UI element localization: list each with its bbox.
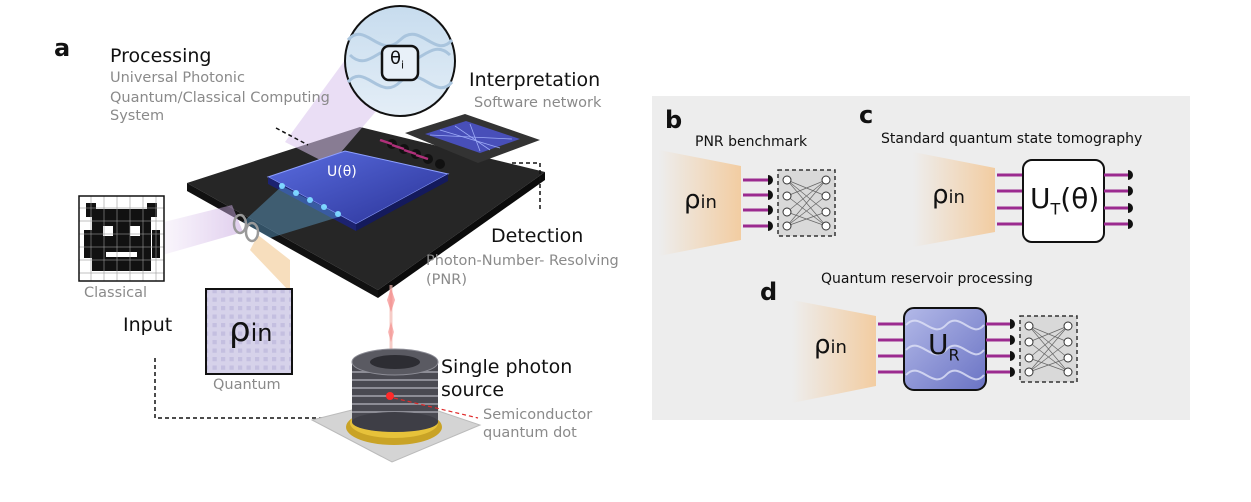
- panel-b-rho: ρin: [684, 185, 717, 215]
- rho-in-symbol: ρin: [229, 310, 273, 350]
- panel-c-graphic: [913, 152, 1133, 247]
- theta-label: θi: [390, 48, 405, 72]
- panel-d-rho: ρin: [814, 330, 847, 360]
- panel-b-modes: [743, 178, 768, 228]
- panel-d-input-modes: [878, 322, 904, 374]
- reservoir-box: [903, 307, 987, 391]
- panel-d-label: d: [760, 278, 778, 306]
- classical-pixel-image: [78, 195, 165, 282]
- processing-line-2: Quantum/Classical Computing: [110, 90, 330, 106]
- quantum-label: Quantum: [213, 377, 281, 393]
- panel-c-beam: [913, 152, 995, 247]
- panel-c-rho: ρin: [932, 180, 965, 210]
- polarizer-icon: [232, 213, 260, 243]
- panel-b-beam: [659, 150, 741, 256]
- detection-line-1: Photon-Number- Resolving: [426, 253, 619, 269]
- source-line-1: Single photon: [441, 356, 573, 378]
- processing-line-1: Universal Photonic: [110, 70, 245, 86]
- single-photon-source: [310, 348, 482, 463]
- panel-b-label: b: [665, 106, 683, 134]
- panel-c-label: c: [859, 101, 874, 129]
- panel-d-graphic: [792, 300, 1078, 403]
- chip-output-lights: [279, 183, 341, 217]
- panel-d-network: [1019, 315, 1078, 383]
- source-sub-2: quantum dot: [483, 425, 577, 441]
- classical-label: Classical: [84, 285, 148, 301]
- source-sub-1: Semiconductor: [483, 407, 593, 423]
- quantum-density-image: [205, 288, 293, 375]
- interpretation-sub: Software network: [474, 95, 602, 111]
- panel-a-label: a: [54, 34, 71, 62]
- panel-b-network: [777, 169, 836, 237]
- panel-b-title: PNR benchmark: [695, 134, 808, 150]
- chip-unitary-label: U(θ): [327, 164, 357, 180]
- reservoir-label: UR: [928, 328, 960, 365]
- panel-d-beam: [792, 300, 876, 403]
- unitary-t-label: UT(θ): [1030, 182, 1100, 219]
- photon-beam: [387, 285, 395, 350]
- panel-c-input-modes: [997, 173, 1023, 226]
- unitary-t-box: [1022, 159, 1105, 243]
- interpretation-title: Interpretation: [469, 69, 601, 91]
- panel-c-output-modes: [1104, 173, 1128, 226]
- processing-title: Processing: [110, 45, 212, 67]
- processing-line-3: System: [110, 108, 165, 124]
- source-line-2: source: [441, 379, 505, 401]
- panel-c-title: Standard quantum state tomography: [881, 131, 1143, 147]
- input-label: Input: [123, 314, 173, 336]
- theta-box: [380, 44, 420, 82]
- detection-line-2: (PNR): [426, 272, 467, 288]
- panel-d-output-modes: [986, 322, 1010, 374]
- detection-title: Detection: [491, 225, 584, 247]
- panel-d-title: Quantum reservoir processing: [821, 271, 1033, 287]
